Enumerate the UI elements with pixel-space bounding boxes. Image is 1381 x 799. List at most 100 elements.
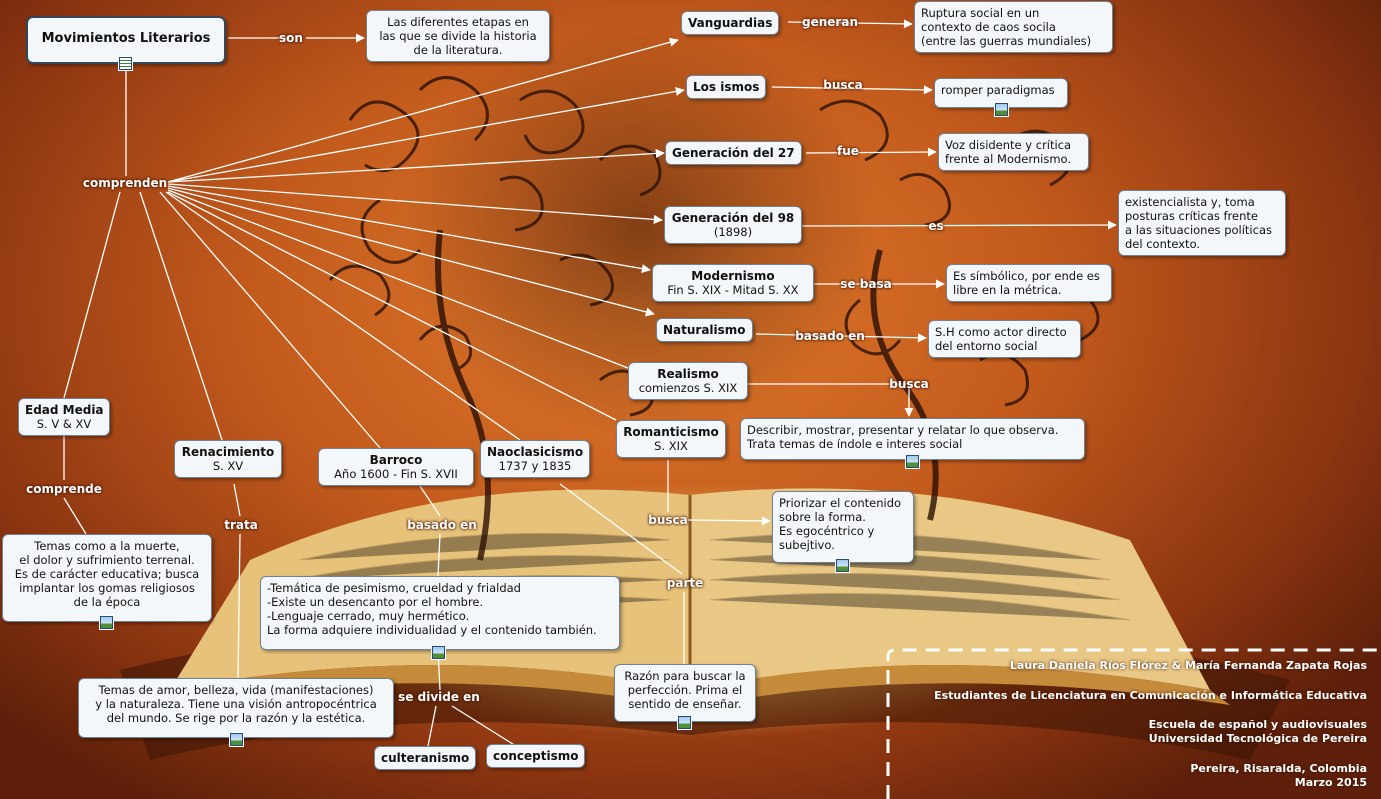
node-text: Razón para buscar la: [624, 669, 746, 683]
link-comprenden-realismo: [167, 189, 629, 369]
node-text: Temas de amor, belleza, vida (manifestac…: [98, 683, 374, 697]
node-generacion-98[interactable]: Generación del 98 (1898): [664, 206, 802, 244]
image-icon[interactable]: [230, 733, 243, 746]
node-movimientos-literarios[interactable]: Movimientos Literarios: [26, 16, 226, 64]
node-los-ismos[interactable]: Los ismos: [686, 75, 767, 99]
node-title: Modernismo: [691, 269, 775, 283]
node-text: -Existe un desencanto por el hombre.: [267, 595, 484, 609]
label-se-basa: se basa: [840, 277, 892, 291]
node-tematica[interactable]: -Temática de pesimismo, crueldad y frial…: [260, 576, 620, 650]
node-vanguardias[interactable]: Vanguardias: [681, 11, 780, 35]
node-title: culteranismo: [381, 751, 470, 765]
link-naoclasicismo-parte: [559, 483, 683, 575]
node-title: Los ismos: [693, 80, 760, 94]
node-sh[interactable]: S.H como actor directo del entorno socia…: [928, 320, 1081, 358]
image-icon[interactable]: [836, 559, 849, 572]
link-basado-tematica: [437, 533, 441, 577]
node-title: Generación del 98: [671, 211, 795, 225]
label-son: son: [279, 31, 303, 45]
node-priorizar[interactable]: Priorizar el contenido sobre la forma. E…: [772, 491, 914, 563]
node-text: Ruptura social en un: [921, 6, 1040, 20]
link-busca-priorizar: [687, 516, 771, 526]
credits-date: Marzo 2015: [1294, 776, 1367, 789]
node-conceptismo[interactable]: conceptismo: [486, 744, 586, 768]
node-text: Es símbólico, por ende es: [953, 269, 1100, 283]
image-icon[interactable]: [678, 716, 691, 729]
label-es: es: [928, 219, 944, 233]
credits-place: Pereira, Risaralda, Colombia: [1190, 762, 1367, 775]
node-text: existencialista y, toma: [1125, 195, 1255, 209]
link-comprenden-naoclasicismo: [165, 191, 521, 441]
node-title: conceptismo: [493, 749, 579, 763]
node-title-text: Movimientos Literarios: [41, 31, 211, 46]
link-realismo-describir: [748, 383, 914, 417]
node-subtitle: S. V & XV: [36, 417, 92, 431]
link-comprenden-naturalismo: [167, 187, 655, 317]
label-busca-romanticismo: busca: [648, 513, 688, 527]
node-modernismo[interactable]: Modernismo Fin S. XIX - Mitad S. XX: [652, 264, 814, 302]
link-naturalismo-sh: [755, 333, 927, 343]
label-busca-ismos: busca: [823, 78, 863, 92]
image-icon[interactable]: [906, 455, 919, 468]
image-icon[interactable]: [995, 103, 1008, 116]
node-subtitle: Año 1600 - Fin S. XVII: [334, 467, 458, 481]
credits-divider: [886, 648, 1381, 799]
label-comprenden: comprenden: [82, 176, 168, 190]
link-comprenden-gen27: [167, 148, 665, 183]
node-text: del contexto.: [1125, 237, 1201, 251]
node-title: Edad Media: [25, 403, 104, 417]
node-text: del mundo. Se rige por la razón y la est…: [106, 711, 366, 725]
label-basado-en-naturalismo: basado en: [795, 329, 865, 343]
node-describir[interactable]: Describir, mostrar, presentar y relatar …: [740, 418, 1085, 460]
node-title: Barroco: [369, 453, 423, 467]
node-renacimiento[interactable]: Renacimiento S. XV: [174, 440, 282, 478]
image-icon[interactable]: [432, 646, 445, 659]
credits-students: Estudiantes de Licenciatura en Comunicac…: [934, 689, 1367, 702]
node-temas-muerte[interactable]: Temas como a la muerte, el dolor y sufri…: [2, 534, 212, 622]
node-voz[interactable]: Voz disidente y crítica frente al Modern…: [938, 133, 1089, 171]
node-title: Romanticismo: [623, 425, 719, 439]
label-trata: trata: [224, 518, 258, 532]
node-etapas[interactable]: Las diferentes etapas en las que se divi…: [366, 10, 550, 62]
node-text: Voz disidente y crítica: [945, 138, 1072, 152]
image-icon[interactable]: [100, 616, 113, 629]
credits-authors: Laura Daniela Ríos Flórez & María Fernan…: [1009, 659, 1367, 672]
node-edad-media[interactable]: Edad Media S. V & XV: [18, 398, 110, 436]
link-gen98-existencialista: [801, 220, 1117, 230]
node-razon[interactable]: Razón para buscar la perfección. Prima e…: [614, 664, 756, 722]
node-text: a las situaciones políticas: [1125, 223, 1272, 237]
node-culteranismo[interactable]: culteranismo: [374, 746, 477, 770]
link-comprenden-ismos: [167, 86, 685, 183]
node-naoclasicismo[interactable]: Naoclasicismo 1737 y 1835: [480, 440, 590, 478]
node-ruptura[interactable]: Ruptura social en un contexto de caos so…: [914, 1, 1113, 53]
node-text: Describir, mostrar, presentar y relatar …: [747, 423, 1059, 437]
credits-school: Escuela de español y audiovisuales: [1148, 718, 1367, 731]
credits-university: Universidad Tecnológica de Pereira: [1148, 732, 1367, 745]
node-text: Temas como a la muerte,: [34, 539, 180, 553]
node-barroco[interactable]: Barroco Año 1600 - Fin S. XVII: [318, 448, 474, 486]
node-title: Naturalismo: [663, 323, 746, 337]
link-gen27-voz: [805, 147, 937, 157]
node-text: subejtivo.: [779, 538, 835, 552]
node-existencialista[interactable]: existencialista y, toma posturas crítica…: [1118, 190, 1286, 256]
node-romanticismo[interactable]: Romanticismo S. XIX: [616, 420, 726, 458]
node-simbolico[interactable]: Es símbólico, por ende es libre en la mé…: [946, 264, 1112, 302]
node-title: Realismo: [657, 367, 719, 381]
node-text: sobre la forma.: [779, 510, 866, 524]
link-comprenden-modernismo: [167, 185, 651, 274]
node-text: Priorizar el contenido: [779, 496, 902, 510]
link-vanguardias-ruptura: [787, 19, 913, 29]
node-realismo[interactable]: Realismo comienzos S. XIX: [628, 362, 748, 400]
node-text: -Lenguaje cerrado, muy hermético.: [267, 609, 470, 623]
node-title: Renacimiento: [181, 445, 275, 459]
node-temas-amor[interactable]: Temas de amor, belleza, vida (manifestac…: [78, 678, 394, 738]
link-divide-culteranismo: [427, 705, 437, 747]
link-comprenden-gen98: [167, 183, 663, 224]
node-generacion-27[interactable]: Generación del 27: [665, 141, 802, 165]
node-text: posturas críticas frente: [1125, 209, 1258, 223]
note-icon[interactable]: [119, 57, 132, 70]
label-busca-realismo: busca: [889, 377, 929, 391]
node-naturalismo[interactable]: Naturalismo: [656, 318, 753, 342]
link-comprenden-edadmedia: [63, 191, 121, 399]
